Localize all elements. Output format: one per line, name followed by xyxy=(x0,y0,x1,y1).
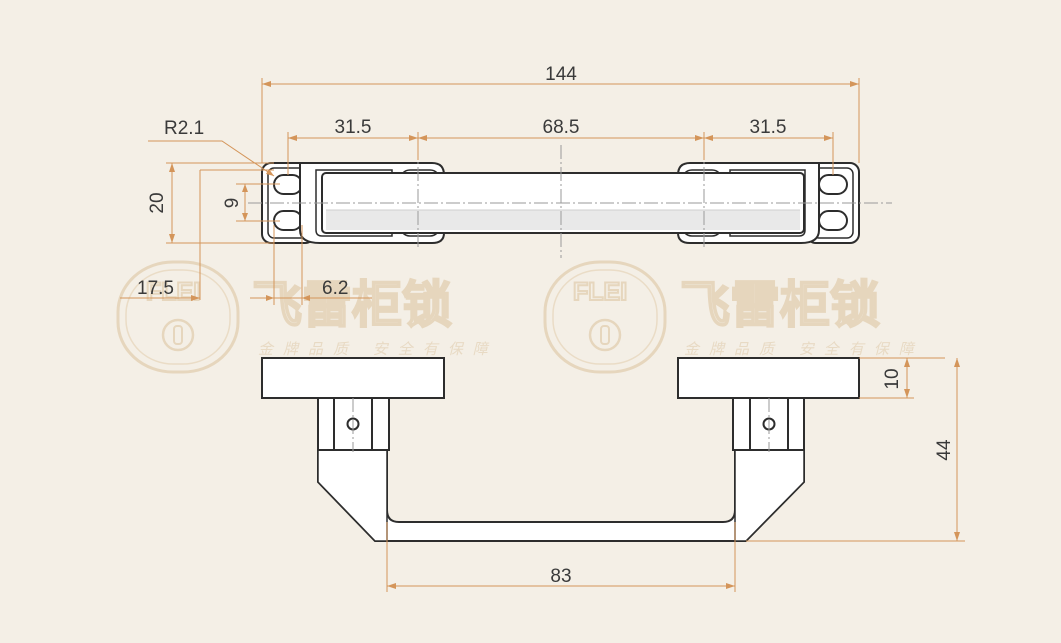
dim-grip-length: 83 xyxy=(550,566,571,587)
right-lower-slot xyxy=(818,210,848,231)
watermark-logo-text: FLEI xyxy=(146,278,200,306)
top-view xyxy=(248,145,892,258)
watermark-slogan: 金牌品质 安全有保障 xyxy=(258,340,498,358)
dim-center-span: 68.5 xyxy=(543,117,580,138)
front-view xyxy=(261,357,860,542)
dim-edge-to-hole: 17.5 xyxy=(137,278,174,299)
dim-left-hole-span: 31.5 xyxy=(335,117,372,138)
dim-hole-width: 6.2 xyxy=(322,278,348,299)
watermark-brand: 飞雷柜锁 xyxy=(252,276,452,334)
watermark-right: FLEI 飞雷柜锁 金牌品质 安全有保障 xyxy=(543,260,924,374)
dim-right-hole-span: 31.5 xyxy=(750,117,787,138)
watermark-logo-badge xyxy=(543,260,667,374)
right-plate-front xyxy=(677,357,860,399)
dim-total-height: 44 xyxy=(934,439,955,461)
watermark-left: FLEI 飞雷柜锁 金牌品质 安全有保障 xyxy=(116,260,498,374)
front-dimensions: 10 44 83 xyxy=(386,357,965,592)
handle-body-front xyxy=(317,449,805,542)
watermark-keyhole-icon xyxy=(161,318,195,352)
watermark-keyhole-icon xyxy=(588,318,622,352)
dim-hole-pitch: 9 xyxy=(222,198,243,209)
watermark-slogan: 金牌品质 安全有保障 xyxy=(684,340,924,358)
watermark-logo-text: FLEI xyxy=(573,278,627,306)
dim-plate-thickness: 10 xyxy=(882,368,903,389)
left-plate-front xyxy=(261,357,445,399)
dim-corner-radius: R2.1 xyxy=(164,118,204,139)
watermark-logo-badge xyxy=(116,260,240,374)
top-dimensions: 144 31.5 68.5 31.5 R2.1 20 9 17.5 xyxy=(120,64,860,305)
dim-overall-length: 144 xyxy=(545,64,577,85)
dim-plate-height: 20 xyxy=(147,192,168,213)
watermark-brand: 飞雷柜锁 xyxy=(680,276,880,334)
right-upper-slot xyxy=(818,174,848,195)
